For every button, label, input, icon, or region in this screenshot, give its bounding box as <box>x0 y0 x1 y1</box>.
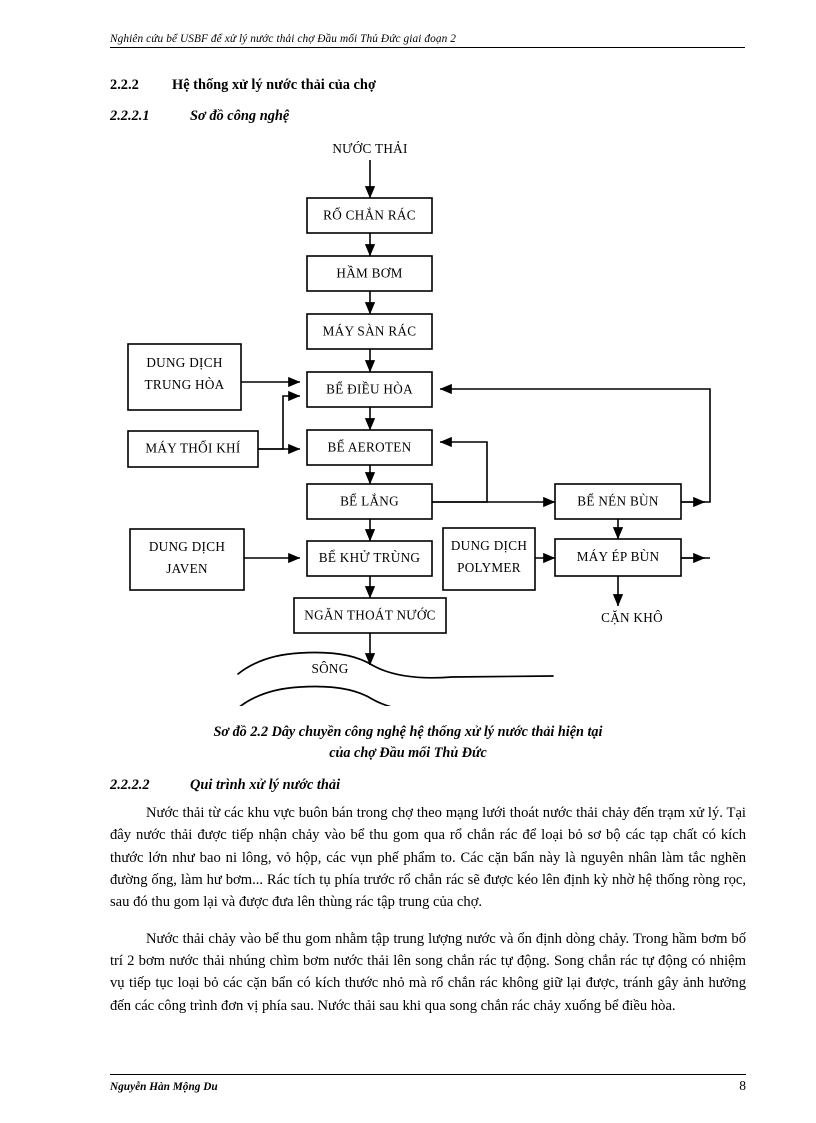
figure-caption-line-1: Sơ đồ 2.2 Dây chuyền công nghệ hệ thống … <box>213 724 603 740</box>
node-be-dieu-hoa[interactable]: BỂ ĐIỀU HÒA <box>306 371 433 408</box>
heading-2-2-2-2: 2.2.2.2 Qui trình xử lý nước thải <box>110 777 340 794</box>
paragraph-2: Nước thải chảy vào bể thu gom nhằm tập t… <box>110 930 746 1014</box>
river-graphic <box>237 651 554 706</box>
flow-connectors <box>241 160 711 666</box>
node-be-khu-trung[interactable]: BỂ KHỬ TRÙNG <box>306 540 433 577</box>
node-may-ep-bun[interactable]: MÁY ÉP BÙN <box>554 538 682 577</box>
node-dung-dich-polymer[interactable]: DUNG DỊCH POLYMER <box>442 527 536 591</box>
node-label-dd-javen-line2: JAVEN <box>166 561 208 576</box>
heading-2-2-2: 2.2.2 Hệ thống xử lý nước thải của chợ <box>110 77 376 94</box>
node-may-san-rac[interactable]: MÁY SÀN RÁC <box>306 313 433 350</box>
node-be-nen-bun[interactable]: BỂ NÉN BÙN <box>554 483 682 520</box>
heading-2-2-2-1: 2.2.2.1 Sơ đồ công nghệ <box>110 108 289 125</box>
node-label-ham-bom: HẦM BƠM <box>336 266 402 281</box>
node-dung-dich-trung-hoa[interactable]: DUNG DỊCH TRUNG HÒA <box>127 343 242 411</box>
footer-author: Nguyễn Hàn Mộng Du <box>110 1081 218 1093</box>
node-ro-chan-rac[interactable]: RỔ CHẮN RÁC <box>306 197 433 234</box>
node-label-may-thoi-khi: MÁY THỔI KHÍ <box>145 441 240 456</box>
heading-2-2-2-2-title: Qui trình xử lý nước thải <box>190 777 341 793</box>
node-label-be-nen-bun: BỂ NÉN BÙN <box>577 494 659 509</box>
heading-2-2-2-number: 2.2.2 <box>110 77 139 93</box>
page-header: Nghiên cứu bể USBF để xử lý nước thải ch… <box>110 33 745 48</box>
node-label-be-dieu-hoa: BỂ ĐIỀU HÒA <box>326 382 413 397</box>
node-may-thoi-khi[interactable]: MÁY THỔI KHÍ <box>127 430 259 468</box>
label-can-kho: CẶN KHÔ <box>601 610 663 625</box>
node-label-may-san-rac: MÁY SÀN RÁC <box>323 324 417 339</box>
label-song: SÔNG <box>311 661 348 676</box>
node-label-dd-polymer-line2: POLYMER <box>457 560 521 575</box>
heading-2-2-2-title: Hệ thống xử lý nước thải của chợ <box>172 77 376 93</box>
node-label-dd-trung-hoa-line2: TRUNG HÒA <box>145 377 225 392</box>
footer-page-number: 8 <box>739 1078 746 1093</box>
paragraph-1: Nước thải từ các khu vực buôn bán trong … <box>110 805 746 911</box>
node-dung-dich-javen[interactable]: DUNG DỊCH JAVEN <box>129 528 245 591</box>
node-label-dd-polymer-line1: DUNG DỊCH <box>451 538 528 553</box>
body-content: Nước thải từ các khu vực buôn bán trong … <box>110 802 746 1031</box>
node-be-aeroten[interactable]: BỂ AEROTEN <box>306 429 433 466</box>
node-be-lang[interactable]: BỂ LẮNG <box>306 483 433 520</box>
process-flow-diagram: NƯỚC THẢI SÔNG CẶN KHÔ RỔ CHẮN RÁC HẦM B… <box>0 136 816 706</box>
label-inflow: NƯỚC THẢI <box>332 141 407 156</box>
page-footer: Nguyễn Hàn Mộng Du 8 <box>110 1074 746 1094</box>
node-label-ngan-thoat-nuoc: NGĂN THOÁT NƯỚC <box>304 608 435 623</box>
node-label-be-aeroten: BỂ AEROTEN <box>328 440 412 455</box>
node-ngan-thoat-nuoc[interactable]: NGĂN THOÁT NƯỚC <box>293 597 447 634</box>
figure-caption: Sơ đồ 2.2 Dây chuyền công nghệ hệ thống … <box>108 722 708 763</box>
figure-caption-line-2: của chợ Đầu mối Thủ Đức <box>329 744 487 761</box>
node-label-ro-chan-rac: RỔ CHẮN RÁC <box>323 208 416 223</box>
node-ham-bom[interactable]: HẦM BƠM <box>306 255 433 292</box>
node-label-be-lang: BỂ LẮNG <box>340 494 399 509</box>
header-divider <box>110 47 745 48</box>
node-label-may-ep-bun: MÁY ÉP BÙN <box>577 549 660 564</box>
heading-2-2-2-2-number: 2.2.2.2 <box>110 777 150 793</box>
edge-be-lang-return-to-be-aeroten <box>432 436 488 503</box>
node-label-dd-trung-hoa-line1: DUNG DỊCH <box>146 355 223 370</box>
footer-divider <box>110 1074 746 1075</box>
heading-2-2-2-1-number: 2.2.2.1 <box>110 108 150 124</box>
node-label-dd-javen-line1: DUNG DỊCH <box>149 539 226 554</box>
edge-may-thoi-khi-to-be-dieu-hoa <box>258 390 301 450</box>
heading-2-2-2-1-title: Sơ đồ công nghệ <box>190 108 290 124</box>
node-label-be-khu-trung: BỂ KHỬ TRÙNG <box>319 550 421 565</box>
running-header-text: Nghiên cứu bể USBF để xử lý nước thải ch… <box>110 33 457 45</box>
